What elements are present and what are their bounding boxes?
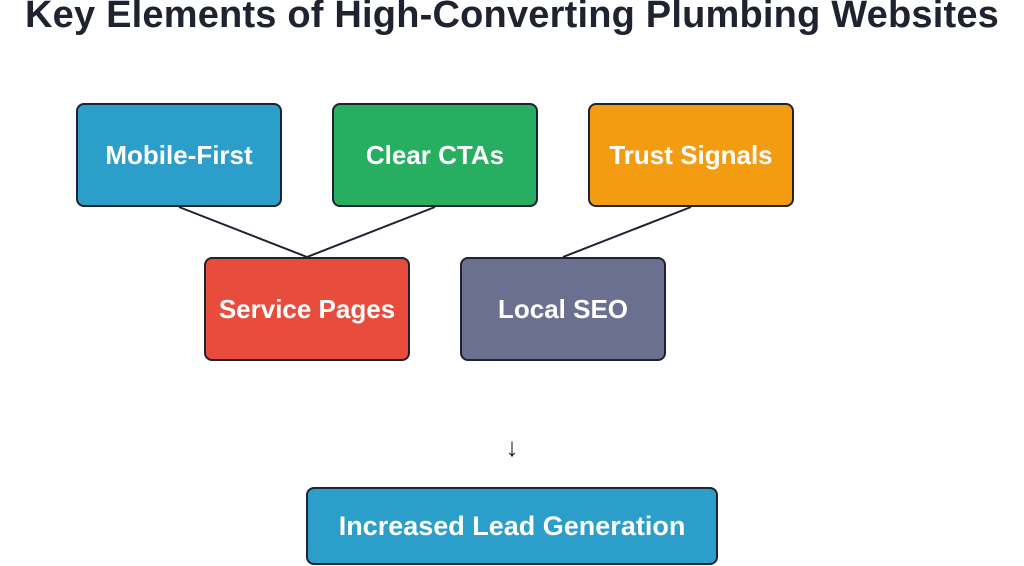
node-label: Increased Lead Generation [338,510,686,541]
node-label: Clear CTAs [365,139,505,170]
node-label: Trust Signals [609,139,773,170]
diagram-title: Key Elements of High-Converting Plumbing… [25,0,999,36]
edge-clear-ctas-to-service-pages [306,206,436,258]
node-service-pages: Service Pages [204,257,410,361]
node-mobile-first: Mobile-First [76,103,282,207]
node-label: Service Pages [218,293,396,324]
down-arrow-icon: ↓ [505,432,519,462]
node-clear-ctas: Clear CTAs [332,103,538,207]
node-label: Local SEO [497,293,629,324]
node-trust-signals: Trust Signals [588,103,794,207]
edge-mobile-first-to-service-pages [178,206,308,258]
node-local-seo: Local SEO [460,257,666,361]
node-label: Mobile-First [105,139,253,170]
node-increased-lead-generation: Increased Lead Generation [306,487,718,565]
edge-trust-signals-to-local-seo [562,206,692,258]
